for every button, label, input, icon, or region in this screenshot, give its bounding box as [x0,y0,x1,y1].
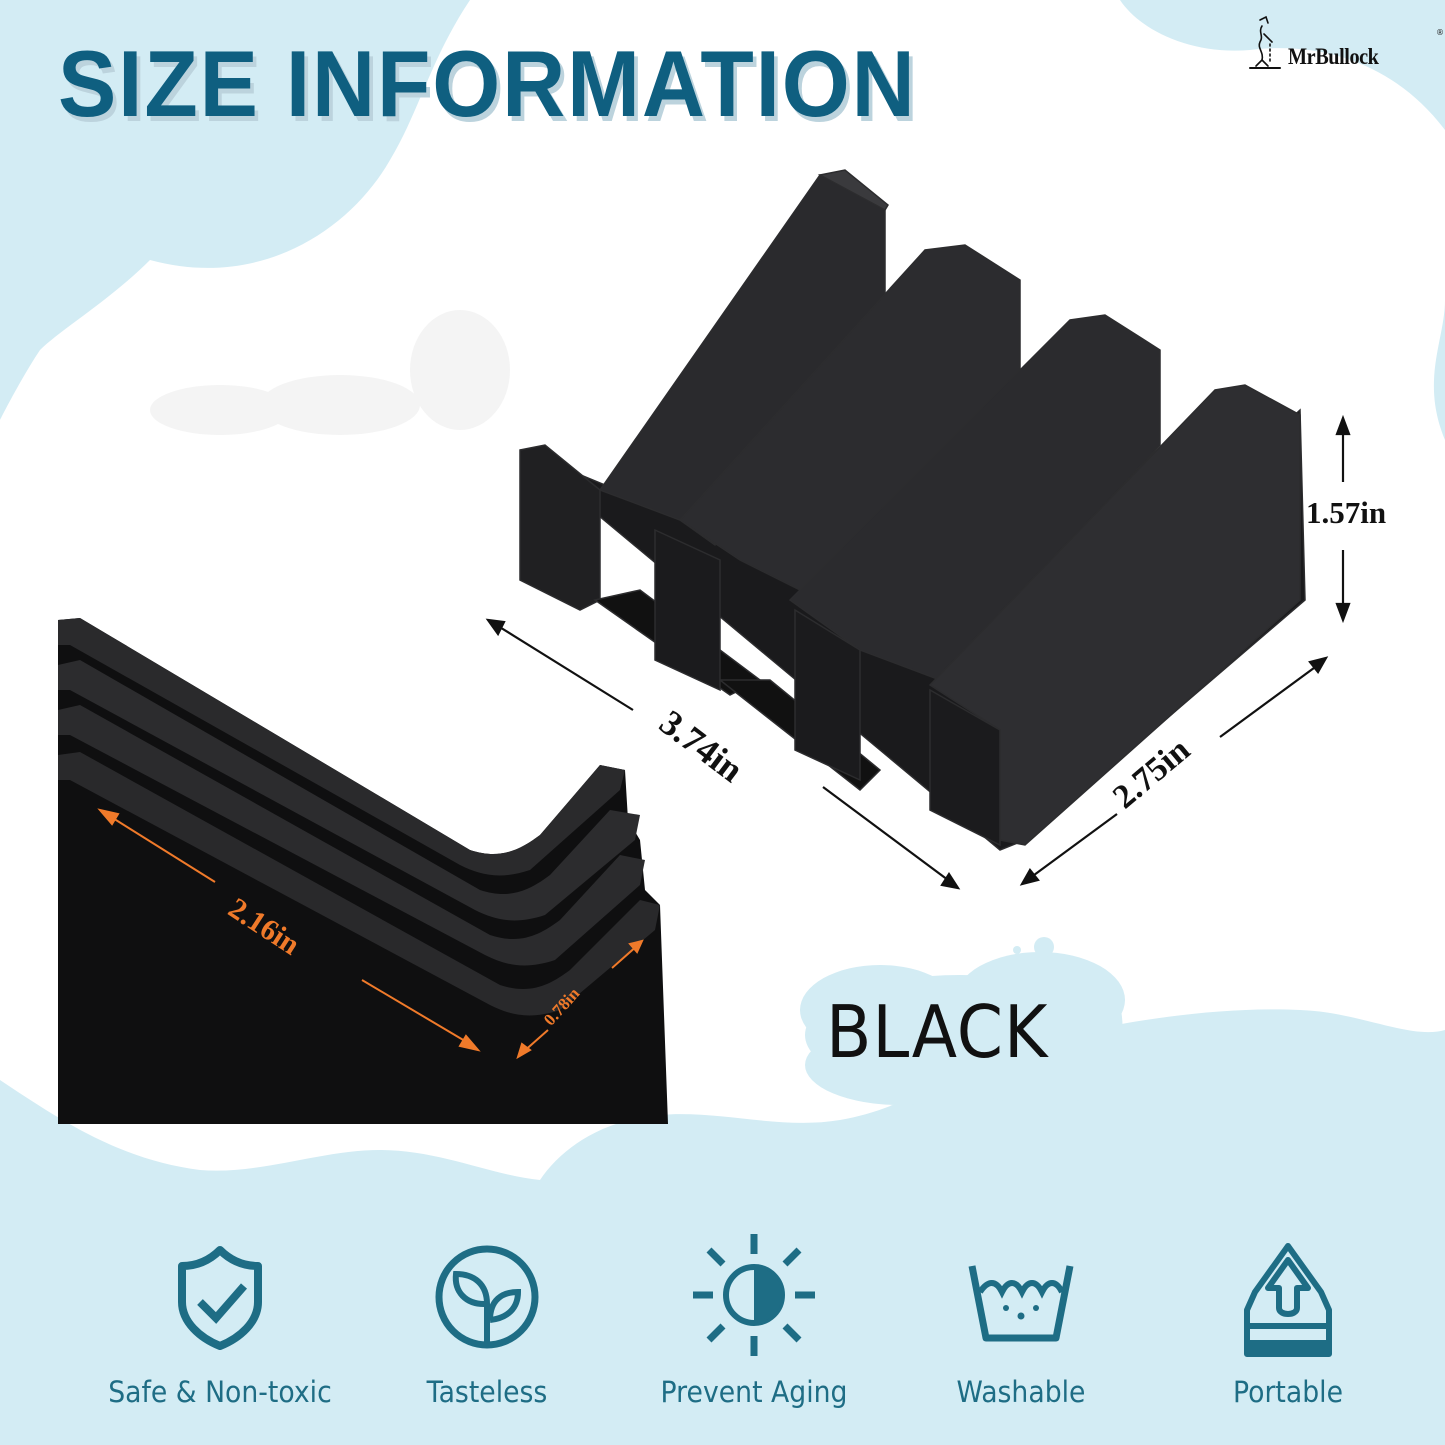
shield-check-icon [178,1246,262,1350]
color-cloud [800,937,1125,1115]
feature-label: Washable [956,1375,1086,1409]
stand-side-view [58,618,668,1124]
feature-item-portable: Portable [1148,1236,1428,1445]
wash-basin-icon [968,1265,1074,1342]
upload-tray-icon [1244,1243,1332,1357]
page-title: SIZE INFORMATION [58,31,917,136]
fisherman-logo-icon [1249,15,1281,69]
feature-label: Tasteless [426,1375,548,1409]
color-label: BLACK [826,990,1049,1074]
brand-logo: MrBullock ® [1244,12,1444,72]
sun-half-icon [693,1234,815,1356]
brand-name: MrBullock [1288,44,1379,69]
feature-item-tasteless: Tasteless [347,1236,627,1445]
feature-item-prevent-aging: Prevent Aging [614,1234,894,1445]
stand-main [519,169,1306,851]
sprout-circle-icon [435,1245,539,1349]
dimension-height: 1.57in [1306,495,1387,530]
feature-item-washable: Washable [881,1236,1161,1445]
dimension-arrows [485,414,1351,890]
feature-list: Safe & Non-toxic Tasteless Pre [0,1234,1445,1445]
feature-item-safe: Safe & Non-toxic [80,1236,360,1445]
registered-mark: ® [1436,28,1444,37]
feature-label: Safe & Non-toxic [108,1375,332,1409]
feature-label: Portable [1232,1375,1343,1409]
feature-label: Prevent Aging [660,1375,848,1409]
